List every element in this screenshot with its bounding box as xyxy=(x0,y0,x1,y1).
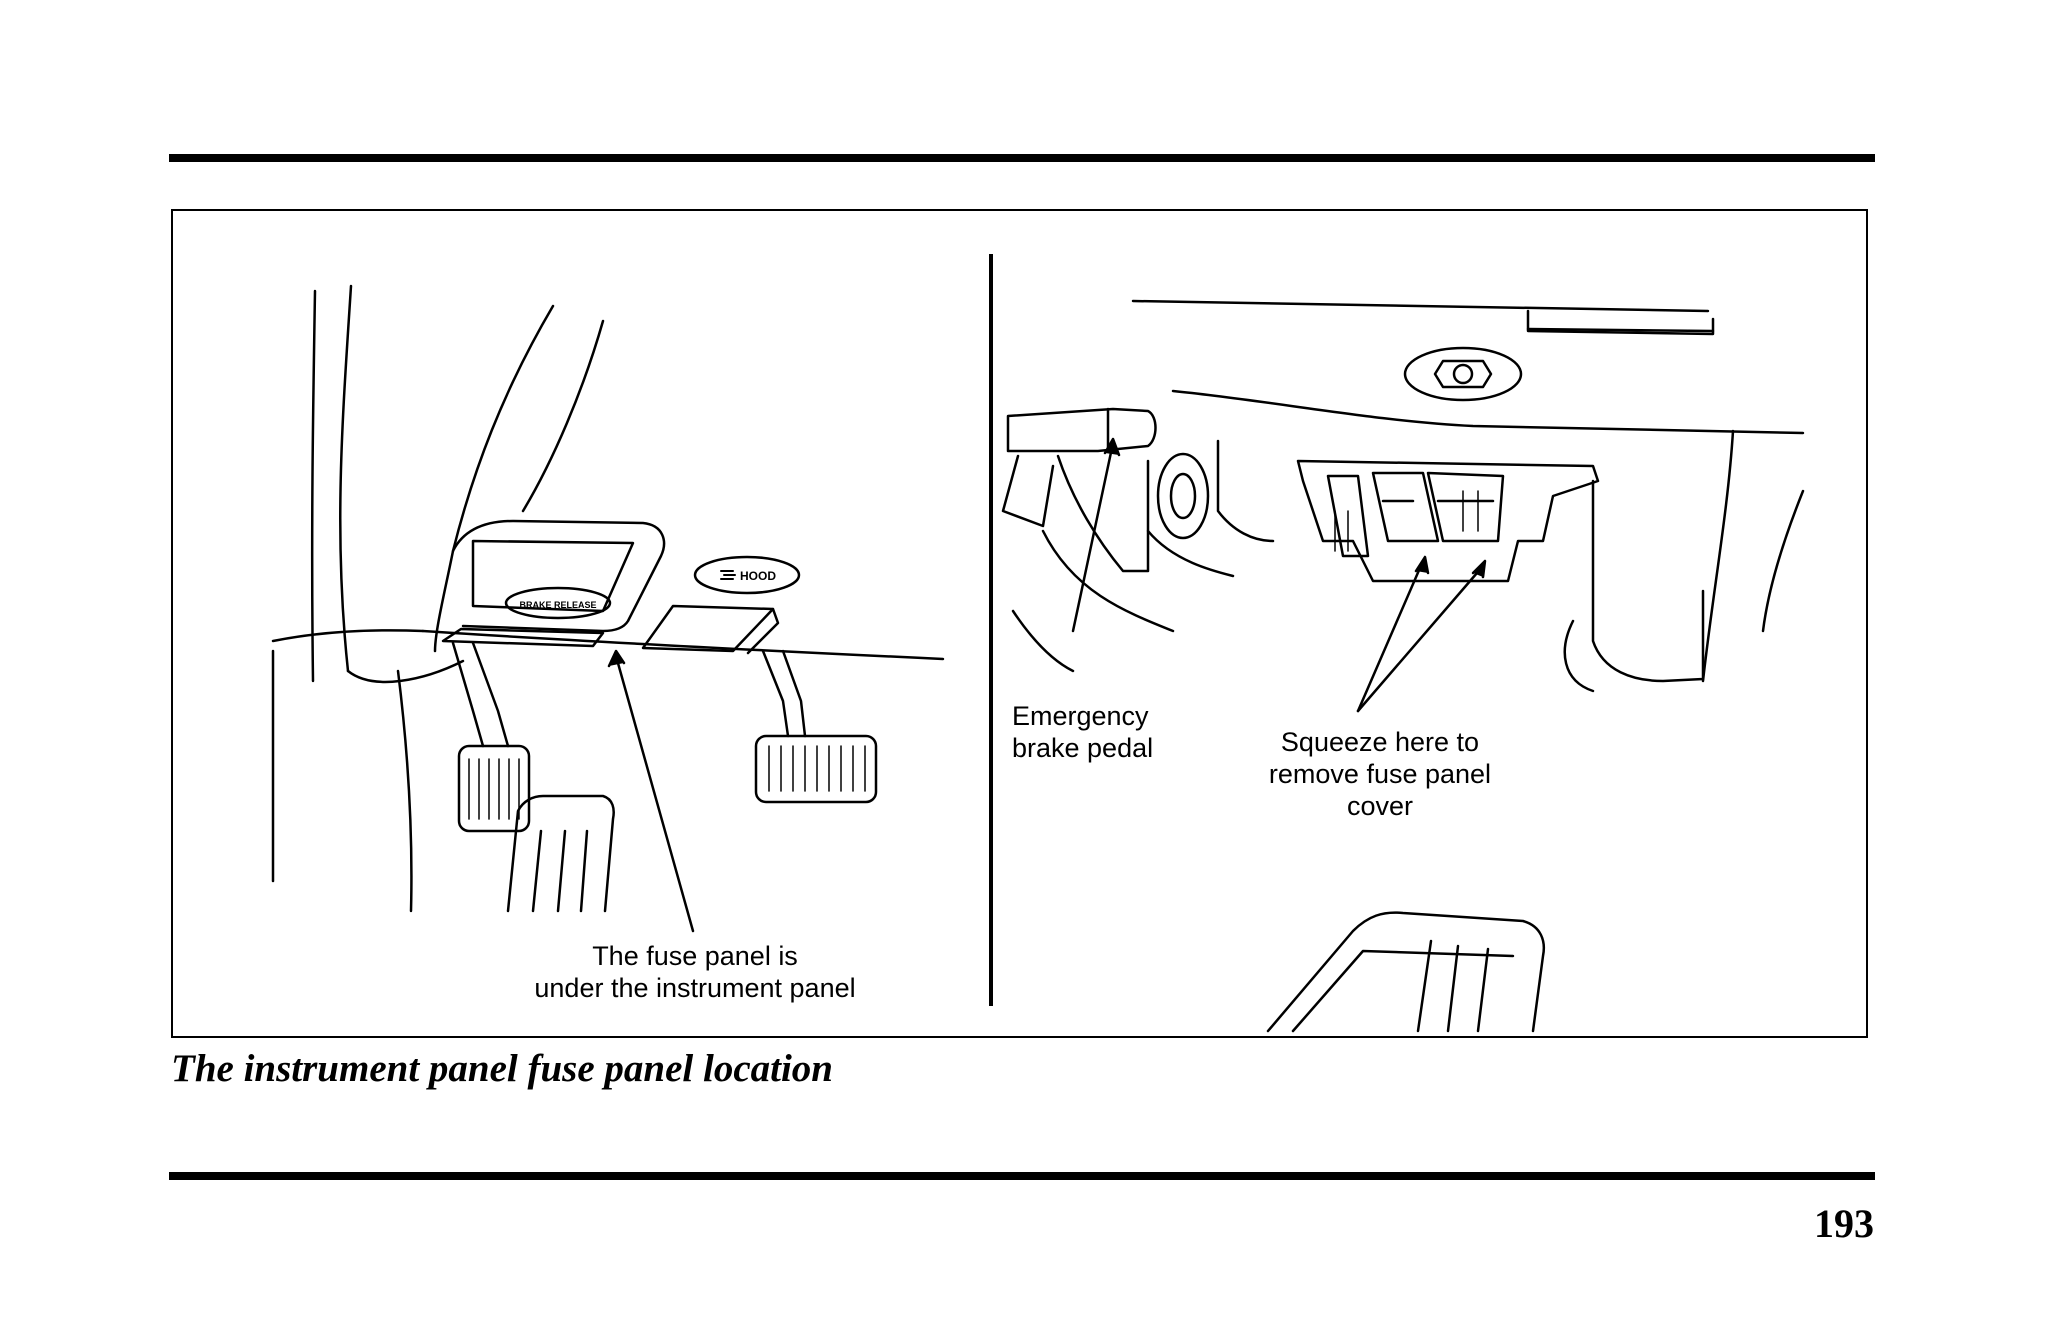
accelerator-pedal-pad xyxy=(754,734,878,804)
figure-frame: BRAKE RELEASE HOOD xyxy=(171,209,1868,1038)
brake-pedal-arrow xyxy=(1071,441,1115,633)
brake-release-label: BRAKE RELEASE xyxy=(519,600,596,610)
fuse-callout-line1: The fuse panel is xyxy=(592,941,798,971)
squeeze-callout-line1: Squeeze here to xyxy=(1280,727,1480,757)
fuse-panel-illustration: BRAKE RELEASE HOOD xyxy=(271,284,1805,1033)
brake-pedal-pad xyxy=(457,744,531,833)
emergency-brake-callout: Emergency brake pedal xyxy=(1012,700,1202,764)
squeeze-callout: Squeeze here to remove fuse panel cover xyxy=(1230,726,1530,822)
panel-divider xyxy=(989,254,993,1006)
squeeze-arrow-left xyxy=(1356,559,1425,713)
squeeze-arrow-right xyxy=(1356,564,1485,713)
panel-clip-fastener xyxy=(1403,346,1523,402)
right-panel-drawing xyxy=(1001,299,1805,1033)
fuse-callout-line2: under the instrument panel xyxy=(534,973,856,1003)
brake-release-handle xyxy=(504,586,612,620)
page-number: 193 xyxy=(1814,1201,1874,1246)
fuse-panel-cover xyxy=(441,627,605,648)
hood-label: HOOD xyxy=(740,569,776,583)
squeeze-callout-line2: remove fuse panel xyxy=(1268,759,1492,789)
top-rule xyxy=(169,154,1875,162)
fuse-box-housing xyxy=(1296,459,1600,583)
bottom-rule xyxy=(169,1172,1875,1180)
car-hood-icon xyxy=(720,570,736,580)
emergency-brake-pedal xyxy=(1006,407,1157,453)
brake-callout-line1: Emergency xyxy=(1012,701,1149,731)
left-panel-drawing xyxy=(271,284,945,933)
brake-callout-line2: brake pedal xyxy=(1012,733,1154,763)
squeeze-callout-line3: cover xyxy=(1346,791,1414,821)
figure-caption: The instrument panel fuse panel location xyxy=(171,1047,833,1090)
fuse-panel-arrow xyxy=(614,654,695,933)
fuse-panel-callout: The fuse panel is under the instrument p… xyxy=(505,940,885,1004)
hood-release-handle xyxy=(693,555,801,595)
